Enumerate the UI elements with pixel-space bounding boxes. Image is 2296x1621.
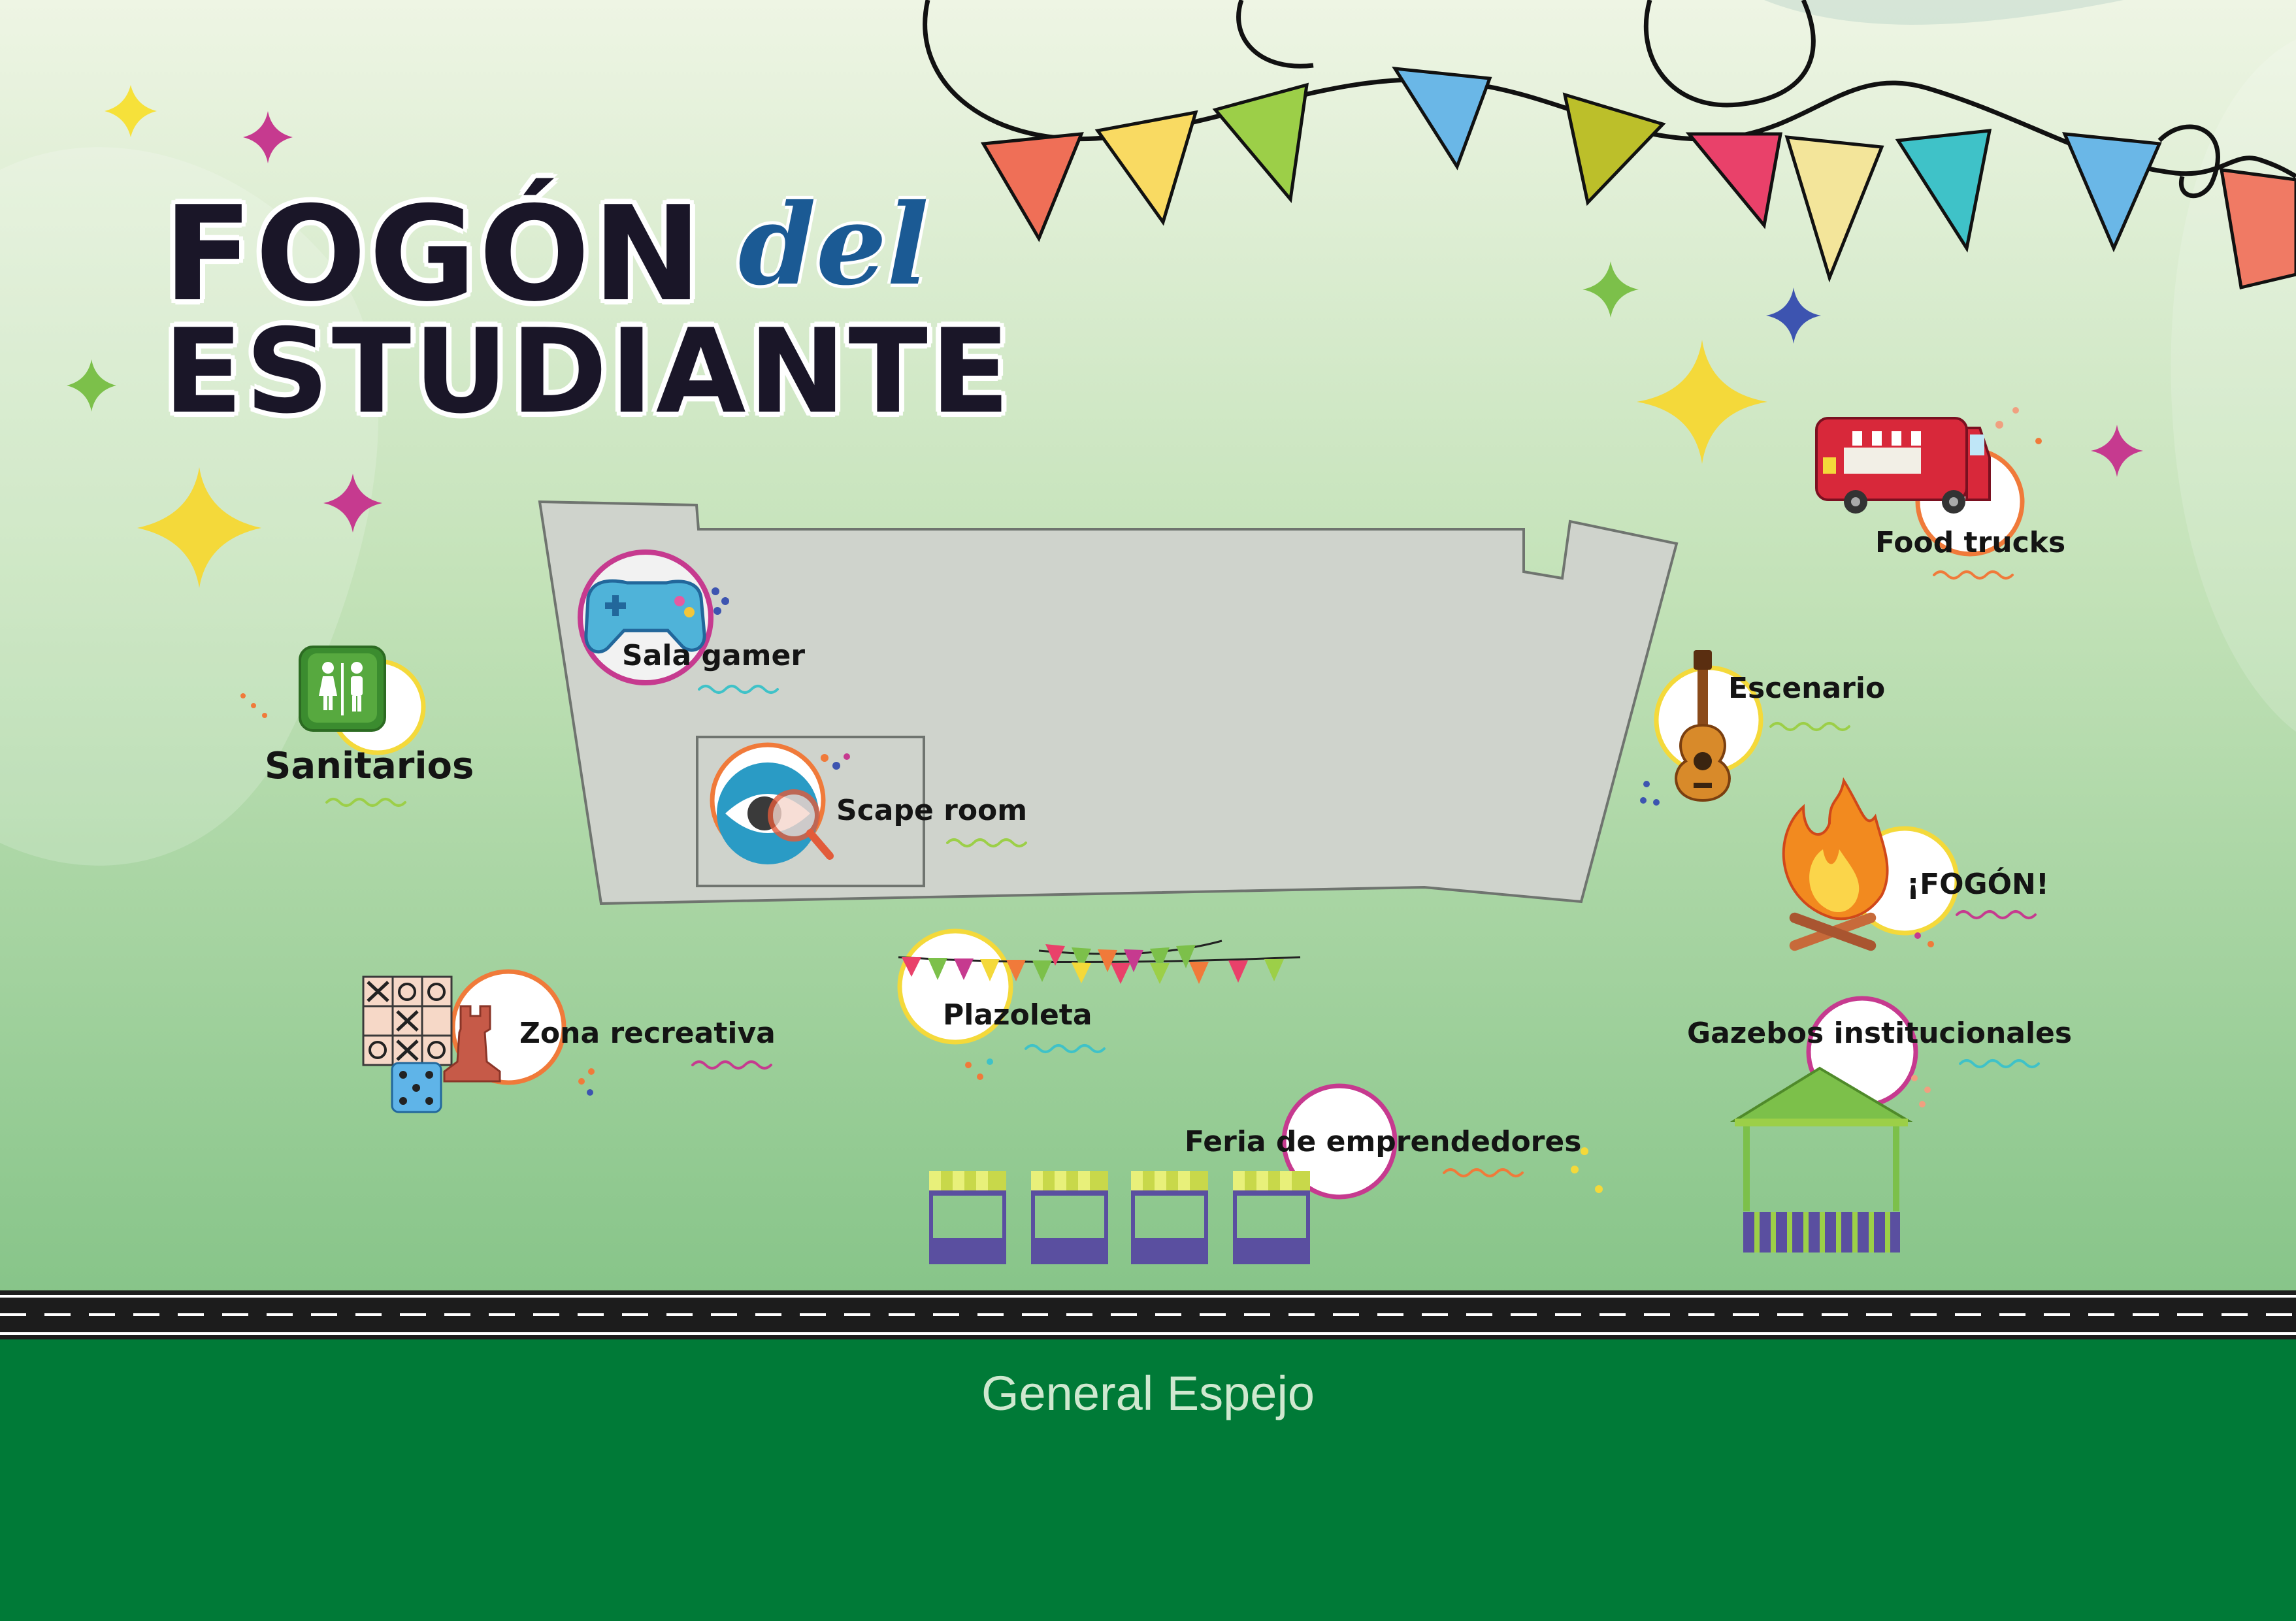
location-label-scape-room: Scape room — [836, 794, 1028, 827]
location-label-zona-recreativa: Zona recreativa — [519, 1017, 776, 1050]
sparkle-icon — [1637, 340, 1767, 464]
food-truck-icon — [1815, 407, 2042, 557]
location-label-food-trucks: Food trucks — [1875, 526, 2066, 559]
sparkle-icon — [2091, 425, 2143, 477]
location-label-escenario: Escenario — [1728, 672, 1886, 705]
sparkle-icon — [1583, 261, 1639, 318]
location-label-plazoleta: Plazoleta — [943, 998, 1092, 1032]
road — [0, 1290, 2296, 1339]
location-label-sala-gamer: Sala gamer — [622, 639, 806, 672]
gazebo-icon — [1730, 996, 1931, 1253]
street-name: General Espejo — [981, 1366, 1315, 1420]
magnifier-eye-icon — [710, 742, 850, 864]
sparkle-icon — [243, 111, 293, 163]
board-games-icon — [362, 969, 595, 1113]
bunting-icon — [897, 928, 1301, 1080]
restroom-icon — [240, 646, 426, 755]
bunting-garland — [923, 0, 2296, 290]
gamepad-icon — [578, 549, 729, 685]
sparkle-icon — [105, 85, 157, 137]
guitar-icon — [1640, 650, 1763, 806]
location-label-sanitarios: Sanitarios — [265, 745, 474, 787]
sparkles — [67, 85, 2143, 588]
location-label-feria: Feria de emprendedores — [1185, 1125, 1582, 1158]
sparkle-icon — [323, 474, 382, 532]
sparkle-icon — [137, 467, 261, 588]
background-blob — [1764, 0, 2124, 25]
event-title-line-1: FOGÓN — [163, 178, 705, 331]
event-title-script: del — [738, 180, 929, 310]
location-label-gazebos: Gazebos institucionales — [1687, 1017, 2073, 1050]
location-label-fogon: ¡FOGÓN! — [1907, 868, 2049, 901]
campfire-icon — [1782, 777, 1960, 951]
sparkle-icon — [1766, 287, 1821, 344]
sparkle-icon — [67, 359, 116, 412]
event-title-line-2: ESTUDIANTE — [163, 304, 1013, 439]
footer-band — [0, 1339, 2296, 1621]
market-stall-icon — [929, 1083, 1603, 1264]
